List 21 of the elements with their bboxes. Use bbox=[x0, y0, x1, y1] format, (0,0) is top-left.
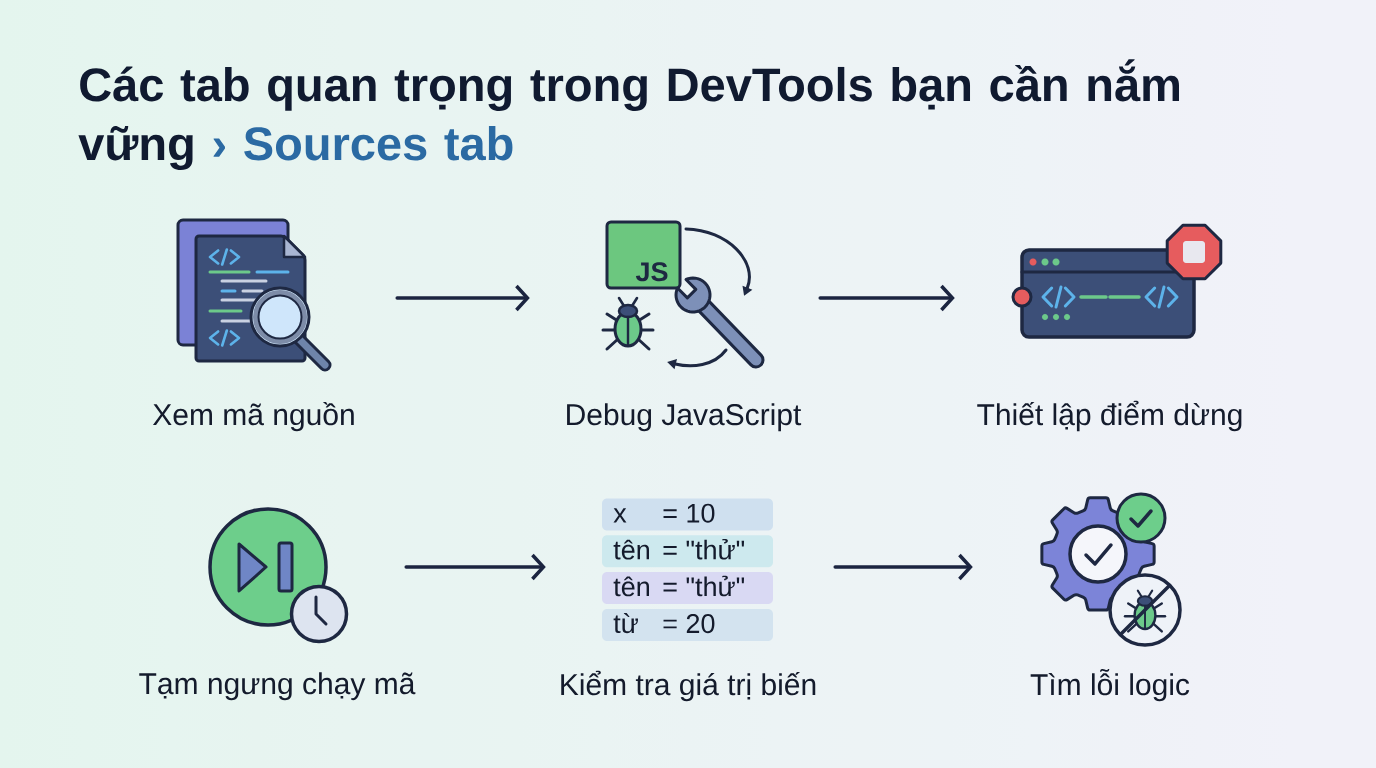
arrow bbox=[833, 553, 973, 581]
arrow bbox=[818, 284, 955, 312]
js-tile: JS bbox=[605, 220, 682, 290]
title: Các tab quan trọng trong DevTools bạn cần nắm vững › Sources tab bbox=[78, 59, 1179, 170]
icon-label: Xem mã nguồn bbox=[152, 401, 354, 432]
code-file-magnifier-icon bbox=[176, 218, 332, 372]
bug-wrench-icon bbox=[601, 227, 765, 370]
icon-label: Thiết lập điểm dừng bbox=[977, 400, 1242, 432]
step-button-clock-icon bbox=[208, 507, 349, 644]
variable-row: tên = "thử" bbox=[602, 535, 773, 568]
gear-check-bug-icon bbox=[1040, 492, 1182, 647]
code-window-stop-icon bbox=[1011, 223, 1223, 339]
icon-label: Tạm ngưng chạy mã bbox=[139, 672, 416, 701]
variable-row: tên = "thử" bbox=[602, 572, 773, 605]
arrow bbox=[404, 553, 546, 581]
icon-label: Debug JavaScript bbox=[567, 403, 802, 432]
icon-label: Tìm lỗi logic bbox=[1030, 669, 1190, 702]
variable-row: x = 10 bbox=[602, 498, 773, 531]
variable-row: từ = 20 bbox=[602, 608, 773, 641]
arrow bbox=[395, 284, 530, 312]
icon-label: Kiểm tra giá trị biến bbox=[561, 670, 816, 702]
